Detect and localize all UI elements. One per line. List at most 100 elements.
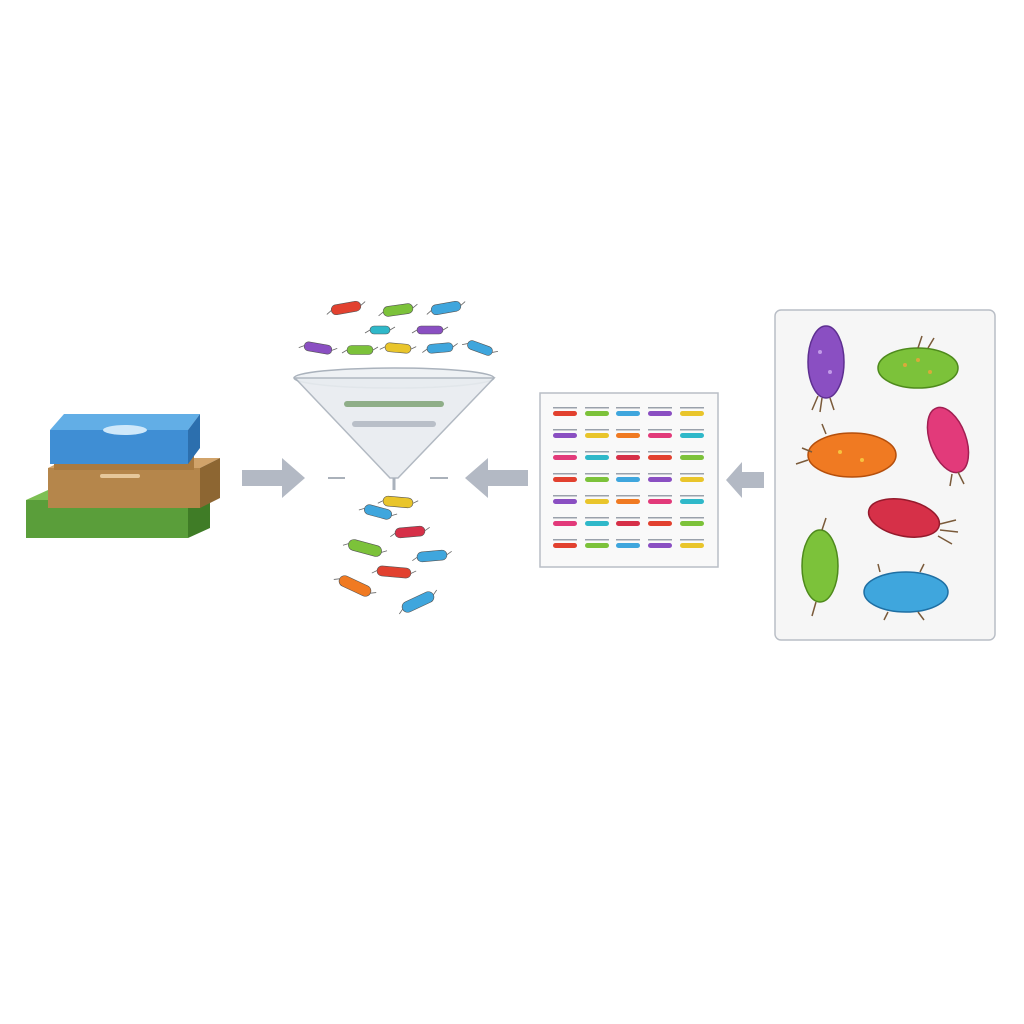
- sequence-read-trace: [616, 539, 640, 541]
- sequence-read: [616, 521, 640, 526]
- microbes-above-funnel: [298, 300, 499, 356]
- bacterium-below-3: [342, 539, 388, 557]
- sequence-read: [585, 477, 609, 482]
- bacterium-above-2: [426, 300, 466, 316]
- sequence-read-trace: [648, 451, 672, 453]
- bacterium-above-6: [422, 342, 458, 354]
- bacterium-above-7: [461, 340, 499, 356]
- sequence-read: [648, 477, 672, 482]
- sequence-read-trace: [585, 517, 609, 519]
- microbe-green-bottom: [801, 517, 839, 617]
- sequence-read-trace: [648, 429, 672, 431]
- sequence-read: [680, 477, 704, 482]
- funnel-internal-reads: [344, 401, 444, 427]
- sequence-read-trace: [648, 539, 672, 541]
- sequence-read-trace: [553, 495, 577, 497]
- sequence-read-trace: [553, 473, 577, 475]
- sequence-read: [585, 521, 609, 526]
- funnel-icon: [293, 367, 496, 490]
- sequence-read: [553, 455, 577, 460]
- microbe-pink: [926, 406, 970, 487]
- sequence-read-trace: [648, 473, 672, 475]
- sequence-read: [585, 499, 609, 504]
- bacterium-below-6: [333, 575, 377, 597]
- sequence-read-trace: [648, 407, 672, 409]
- sequence-read-trace: [616, 517, 640, 519]
- sequence-read-trace: [680, 451, 704, 453]
- sequence-read: [585, 433, 609, 438]
- stack-layer-middle: [48, 458, 220, 508]
- sequence-grid: [539, 392, 719, 568]
- sequence-read-trace: [680, 495, 704, 497]
- sequence-read: [616, 411, 640, 416]
- sequence-read-trace: [680, 407, 704, 409]
- microbe-panel: [774, 309, 996, 641]
- sequence-read: [553, 411, 577, 416]
- bacterium-above-5: [379, 342, 417, 354]
- sequence-read-trace: [585, 539, 609, 541]
- bacterium-above-8: [411, 325, 449, 335]
- bacterium-below-7: [398, 589, 438, 615]
- arrow-3: [726, 462, 764, 498]
- sequence-read-trace: [553, 407, 577, 409]
- sequence-read-trace: [648, 517, 672, 519]
- sequence-read: [648, 521, 672, 526]
- sequence-read: [680, 455, 704, 460]
- sequence-read-trace: [585, 495, 609, 497]
- sequence-read: [585, 455, 609, 460]
- sequence-read: [616, 433, 640, 438]
- sequence-read: [553, 521, 577, 526]
- sequence-read: [648, 433, 672, 438]
- sample-stack: [26, 414, 220, 538]
- sequence-read: [648, 455, 672, 460]
- sequence-read-trace: [616, 495, 640, 497]
- sequence-read-trace: [585, 473, 609, 475]
- sequence-read: [616, 543, 640, 548]
- microbe-orange: [795, 423, 897, 478]
- bacterium-below-0: [377, 495, 419, 509]
- arrow-2: [465, 458, 528, 498]
- sequence-read: [585, 411, 609, 416]
- sequence-read: [616, 477, 640, 482]
- bacterium-above-0: [326, 300, 366, 316]
- bacterium-below-5: [371, 565, 417, 579]
- microbes-below-funnel: [333, 495, 452, 615]
- sequence-read-trace: [616, 407, 640, 409]
- sequence-read: [585, 543, 609, 548]
- microbe-purple: [807, 325, 845, 413]
- stack-layer-top: [50, 414, 200, 464]
- sequence-read: [680, 499, 704, 504]
- sequence-read: [553, 477, 577, 482]
- sequence-read: [553, 543, 577, 548]
- microbe-green-top: [877, 335, 959, 389]
- sequence-read-trace: [553, 429, 577, 431]
- sequence-read: [553, 433, 577, 438]
- sequence-read-trace: [616, 429, 640, 431]
- funnel-read: [344, 401, 444, 407]
- bacterium-below-4: [412, 549, 452, 563]
- sequence-read: [648, 543, 672, 548]
- bacterium-below-1: [358, 504, 398, 520]
- microbe-red: [867, 498, 959, 545]
- sequence-reads-icon: [553, 407, 704, 548]
- sequence-read-trace: [680, 517, 704, 519]
- sequence-read-trace: [680, 429, 704, 431]
- arrow-1: [242, 458, 305, 498]
- sequence-read-trace: [616, 473, 640, 475]
- sequence-read: [616, 455, 640, 460]
- sequence-read-trace: [616, 451, 640, 453]
- bacterium-above-3: [298, 341, 338, 355]
- sequence-read-trace: [680, 473, 704, 475]
- bacterium-above-1: [378, 303, 418, 317]
- sequence-read: [680, 411, 704, 416]
- sequence-read: [680, 521, 704, 526]
- sequence-read-trace: [553, 539, 577, 541]
- sequence-read: [680, 543, 704, 548]
- sequence-read-trace: [553, 517, 577, 519]
- funnel-read: [352, 421, 436, 427]
- sequence-read: [680, 433, 704, 438]
- sequence-read-trace: [585, 451, 609, 453]
- bacterium-above-4: [341, 345, 379, 355]
- sequence-read: [616, 499, 640, 504]
